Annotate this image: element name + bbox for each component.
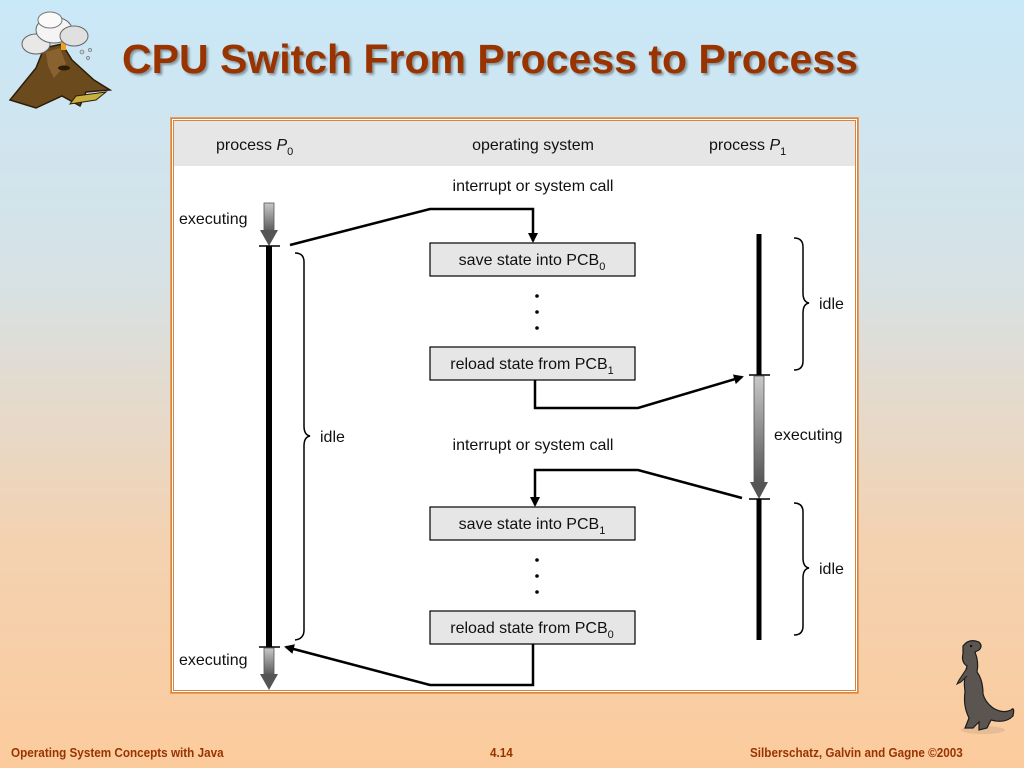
header-band xyxy=(174,121,855,166)
context-switch-diagram: process P0 operating system process P1 i… xyxy=(174,121,855,690)
p0-idle-brace xyxy=(294,252,311,641)
svg-text:save state into PCB0: save state into PCB0 xyxy=(459,252,606,273)
os-box-save-pcb1: save state into PCB1 xyxy=(429,506,636,541)
arrow-p1-to-save-pcb1 xyxy=(530,468,743,507)
p1-idle-brace-bottom xyxy=(793,502,810,636)
p1-idle-brace-top xyxy=(793,237,810,371)
p0-timeline xyxy=(259,202,280,690)
p1-idle-label-top: idle xyxy=(819,296,844,313)
ellipsis-dots-2 xyxy=(535,558,539,594)
diagram-frame: process P0 operating system process P1 i… xyxy=(170,117,859,694)
p1-executing-arrow xyxy=(753,375,765,485)
svg-text:save state into PCB1: save state into PCB1 xyxy=(459,516,606,537)
column-header-p1: process P1 xyxy=(709,137,786,158)
p0-executing-arrow-top xyxy=(263,202,275,234)
arrow-reload-pcb1-to-p1 xyxy=(533,374,744,410)
interrupt-label-1: interrupt or system call xyxy=(453,178,614,195)
p0-executing-arrow-bottom xyxy=(263,647,275,677)
volcano-icon xyxy=(8,11,113,109)
p1-executing-arrowhead xyxy=(750,482,768,499)
p1-idle-label-bottom: idle xyxy=(819,561,844,578)
os-box-reload-pcb1: reload state from PCB1 xyxy=(429,346,636,381)
p0-executing-label-top: executing xyxy=(179,211,248,228)
p0-executing-arrowhead-top xyxy=(260,230,278,246)
p1-timeline xyxy=(749,234,770,640)
p1-executing-label: executing xyxy=(774,427,843,444)
p0-executing-arrowhead-bottom xyxy=(260,674,278,690)
os-box-save-pcb0: save state into PCB0 xyxy=(429,242,636,277)
column-header-os: operating system xyxy=(472,137,594,154)
slide-title: CPU Switch From Process to Process xyxy=(122,36,858,82)
interrupt-label-2: interrupt or system call xyxy=(453,437,614,454)
footer-page-number: 4.14 xyxy=(490,745,513,760)
footer-book-title: Operating System Concepts with Java xyxy=(11,745,224,760)
p0-idle-label: idle xyxy=(320,429,345,446)
column-header-p0: process P0 xyxy=(216,137,293,158)
ellipsis-dots-1 xyxy=(535,294,539,330)
p0-executing-label-bottom: executing xyxy=(179,652,248,669)
footer-copyright: Silberschatz, Galvin and Gagne ©2003 xyxy=(750,745,963,760)
os-box-reload-pcb0: reload state from PCB0 xyxy=(429,610,636,645)
arrow-p0-to-save-pcb0 xyxy=(289,207,538,247)
svg-text:reload state from PCB1: reload state from PCB1 xyxy=(450,356,614,377)
svg-text:reload state from PCB0: reload state from PCB0 xyxy=(450,620,614,641)
arrow-reload-pcb0-to-p0 xyxy=(284,644,535,687)
dinosaur-icon xyxy=(955,640,1015,734)
